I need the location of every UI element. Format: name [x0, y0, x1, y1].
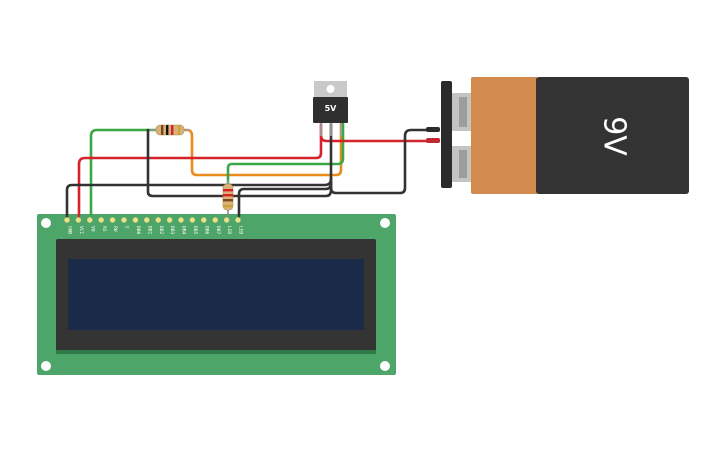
voltage-regulator[interactable]: 5V — [313, 81, 348, 136]
lcd-pin-led-15[interactable] — [235, 217, 241, 223]
lcd-pin-header: GND VCC VO RS RW E DB0 DB1 DB2 DB3 DB4 DB5 DB6 DB7 LED… — [64, 217, 244, 235]
lcd-pin-label: DB7 — [215, 226, 221, 235]
wire-black-gnd-to-regulator[interactable] — [65, 122, 333, 218]
battery-cap — [536, 77, 689, 194]
lcd-pin-db5-11[interactable] — [189, 217, 196, 223]
lcd-pin-db7-13[interactable] — [212, 217, 219, 223]
lcd-pin-label: RW — [112, 226, 118, 232]
lcd-pin-db2-8[interactable] — [155, 217, 162, 223]
lcd-pin-label: DB2 — [158, 226, 164, 235]
lcd-pin-db6-12[interactable] — [200, 217, 207, 223]
lcd-pin-label: LED — [226, 226, 232, 235]
lcd-pin-vcc-1[interactable] — [75, 217, 82, 223]
battery-snap — [441, 81, 452, 188]
wire-red-vcc-to-battery[interactable] — [77, 122, 323, 218]
lcd-pin-db0-6[interactable] — [132, 217, 139, 223]
lcd-pin-label: DB0 — [135, 226, 141, 235]
lcd-module[interactable]: GND VCC VO RS RW E DB0 DB1 DB2 DB3 DB4 DB5 DB6 DB7 LED… — [37, 214, 396, 375]
battery-body — [471, 77, 538, 194]
lcd-pin-led-14[interactable] — [223, 217, 230, 223]
regulator-tab-hole — [326, 85, 335, 93]
lcd-pin-e-5[interactable] — [121, 217, 127, 223]
regulator-body — [313, 97, 348, 123]
wire-orange-resistor-to-regulator[interactable] — [178, 122, 343, 177]
wire-black-led-to-ground[interactable] — [237, 182, 333, 218]
lcd-frame-shadow — [56, 350, 376, 354]
wire-black-regulator-to-battery[interactable] — [329, 128, 430, 195]
lcd-pin-label: RS — [101, 226, 107, 232]
wire-green-vo-to-resistor[interactable] — [89, 128, 160, 218]
wires — [65, 122, 430, 218]
lcd-pin-label: GND — [67, 226, 73, 235]
battery-9v[interactable]: 9V — [426, 77, 689, 194]
lcd-screen — [68, 259, 364, 330]
battery-label: 9V — [597, 116, 632, 156]
lcd-pin-label: DB6 — [203, 226, 209, 235]
lcd-pin-label: E — [124, 226, 130, 229]
mount-hole-bottom-right — [380, 361, 390, 371]
resistor-contrast[interactable] — [150, 124, 190, 136]
mount-hole-bottom-left — [41, 361, 51, 371]
lcd-pin-label: LED — [238, 226, 244, 235]
lcd-pin-label: VO — [89, 226, 95, 232]
lcd-pin-label: VCC — [78, 226, 84, 235]
lcd-pin-rw-4[interactable] — [109, 217, 116, 223]
lcd-pin-label: DB1 — [146, 226, 152, 235]
lcd-pin-db4-10[interactable] — [178, 217, 184, 223]
lcd-pin-db1-7[interactable] — [143, 217, 150, 223]
lcd-pin-gnd-0[interactable] — [64, 217, 70, 223]
lcd-pin-db3-9[interactable] — [166, 217, 173, 223]
lcd-pin-label: DB5 — [192, 226, 198, 235]
wire-green-regulator-to-led-resistor[interactable] — [226, 122, 345, 188]
lcd-pin-label: DB3 — [169, 226, 175, 235]
wire-red-regulator-to-battery[interactable] — [319, 134, 430, 143]
lcd-pin-rs-3[interactable] — [98, 217, 105, 223]
mount-hole-top-left — [41, 218, 51, 228]
mount-hole-top-right — [380, 218, 390, 228]
regulator-label: 5V — [325, 104, 338, 113]
resistor-backlight[interactable] — [222, 180, 234, 212]
lcd-pin-vo-2[interactable] — [86, 217, 93, 223]
lcd-pin-label: DB4 — [181, 226, 187, 235]
